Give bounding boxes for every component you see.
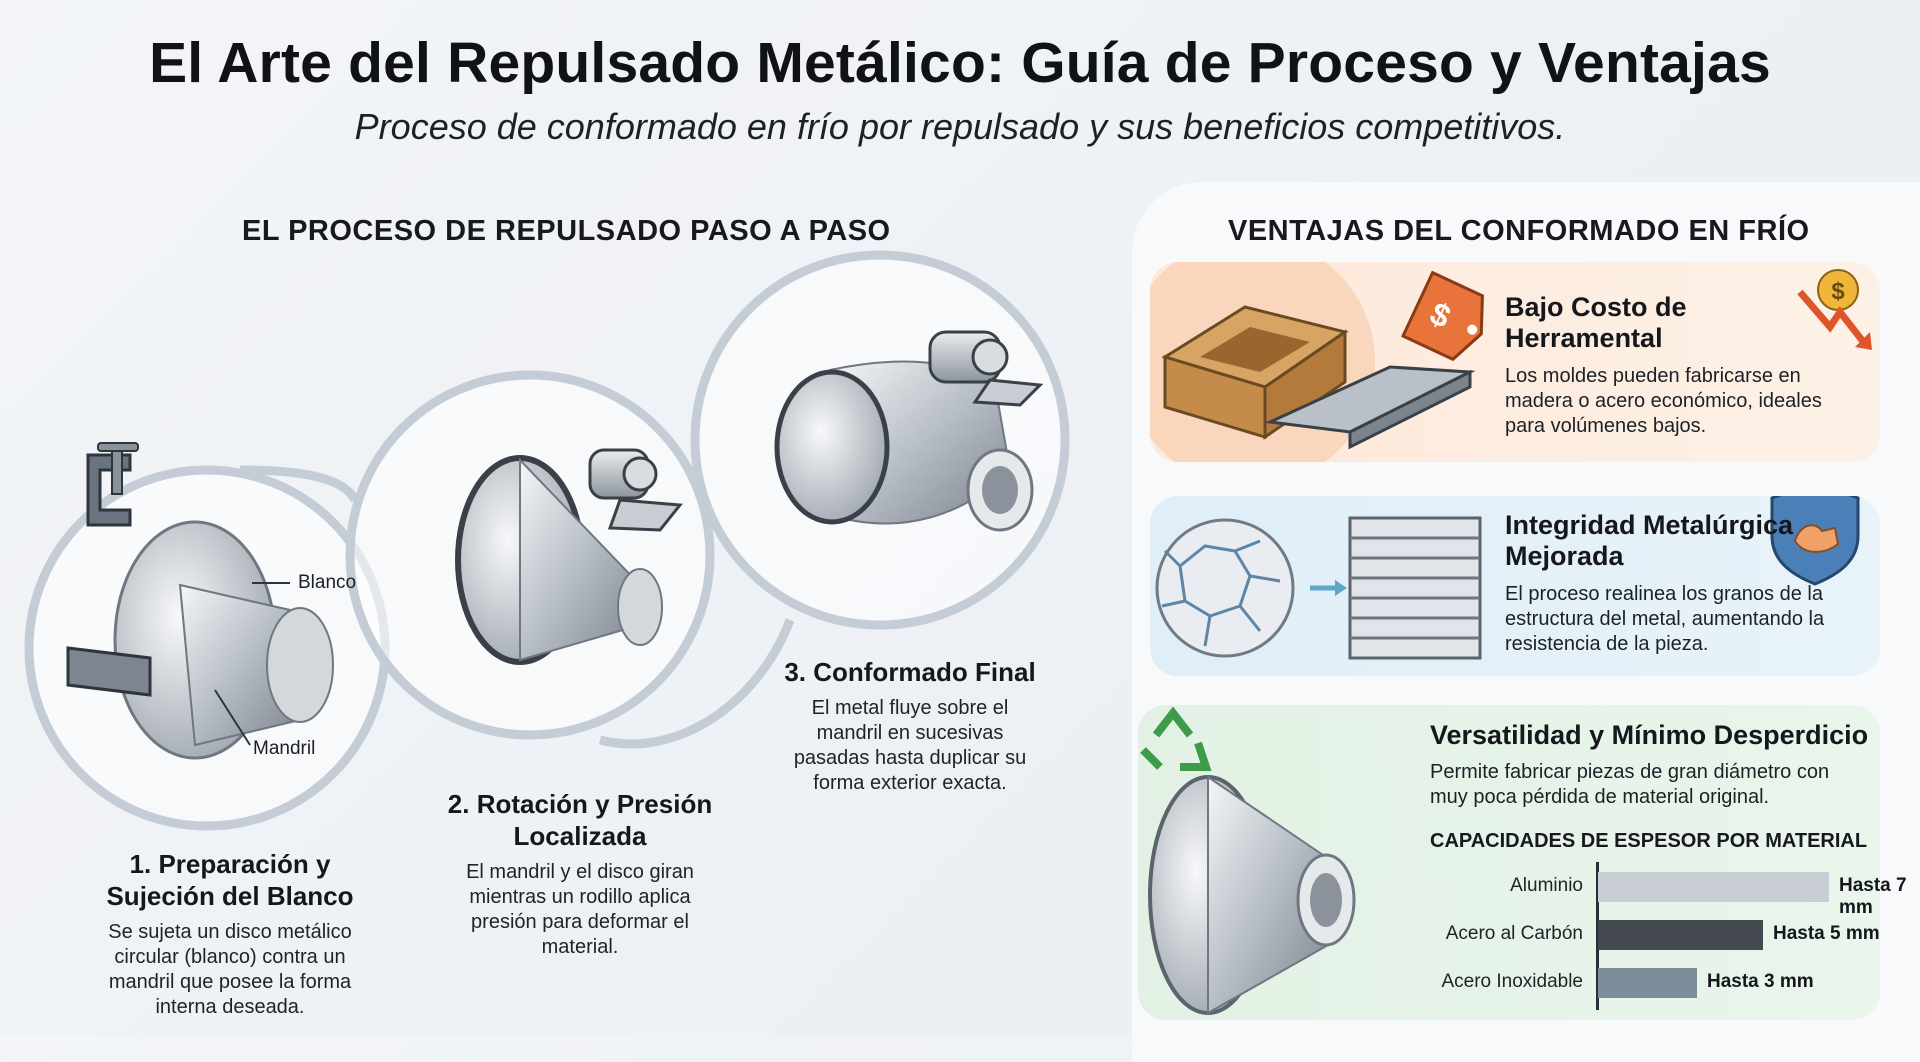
bar-value-label: Hasta 5 mm [1773, 923, 1880, 944]
bar-category-label: Acero al Carbón [1445, 923, 1583, 944]
grain-illustration [1155, 496, 1860, 660]
roller-icon [928, 330, 1044, 407]
step3-desc: El metal fluye sobre el mandril en suces… [793, 697, 1027, 794]
card3-desc: Permite fabricar piezas de gran diámetro… [1430, 761, 1830, 808]
recycle-icon [1140, 706, 1212, 771]
price-tag-icon: $ [1401, 270, 1484, 362]
shield-strength-icon [1770, 496, 1860, 586]
tooling-illustration: $ $ [1150, 262, 1872, 462]
bar-value-label: Hasta 3 mm [1707, 971, 1814, 992]
page-subtitle: Proceso de conformado en frío por repuls… [354, 106, 1566, 147]
process-diagram [24, 250, 1070, 831]
mandrel-callout: Mandril [253, 738, 316, 759]
chart-title: CAPACIDADES DE ESPESOR POR MATERIAL [1430, 830, 1868, 852]
card2-title: Integridad Metalúrgica Mejorada [1505, 510, 1794, 571]
card2-desc: El proceso realinea los granos de la est… [1505, 583, 1825, 655]
bar [1598, 968, 1697, 998]
process-heading: EL PROCESO DE REPULSADO PASO A PASO [242, 215, 891, 247]
step2-desc: El mandril y el disco giran mientras un … [466, 861, 694, 958]
card1-desc: Los moldes pueden fabricarse en madera o… [1505, 365, 1822, 437]
advantages-heading: VENTAJAS DEL CONFORMADO EN FRÍO [1228, 215, 1810, 247]
versatility-illustration [1140, 706, 1356, 1015]
bar [1598, 920, 1763, 950]
blank-callout: Blanco [298, 572, 357, 593]
clamp-icon [86, 442, 139, 527]
bar-category-label: Acero Inoxidable [1441, 971, 1583, 992]
aligned-grain-icon [1348, 516, 1482, 660]
steel-rail-icon [1264, 365, 1476, 450]
bar-category-label: Aluminio [1510, 875, 1583, 896]
chart-axis [1596, 862, 1599, 1010]
step1-desc: Se sujeta un disco metálico circular (bl… [108, 921, 352, 1018]
step1-title: 1. Preparación y Sujeción del Blanco [106, 849, 354, 911]
clamp-jaw [66, 646, 152, 697]
grain-structure-icon [1155, 518, 1295, 658]
roller-icon [588, 448, 683, 532]
step3-title: 3. Conformado Final [784, 657, 1036, 687]
bar-value-label: Hasta 7 mm [1839, 875, 1907, 918]
bar [1598, 872, 1829, 902]
card1-title: Bajo Costo de Herramental [1505, 292, 1687, 353]
page-title: El Arte del Repulsado Metálico: Guía de … [149, 31, 1771, 95]
svg-text:$: $ [1831, 278, 1845, 305]
cost-down-icon: $ [1797, 269, 1872, 350]
spun-cone-part [1148, 775, 1356, 1015]
step2-title: 2. Rotación y Presión Localizada [447, 789, 713, 851]
card3-title: Versatilidad y Mínimo Desperdicio [1430, 720, 1869, 750]
wooden-mold-icon [1161, 305, 1349, 440]
